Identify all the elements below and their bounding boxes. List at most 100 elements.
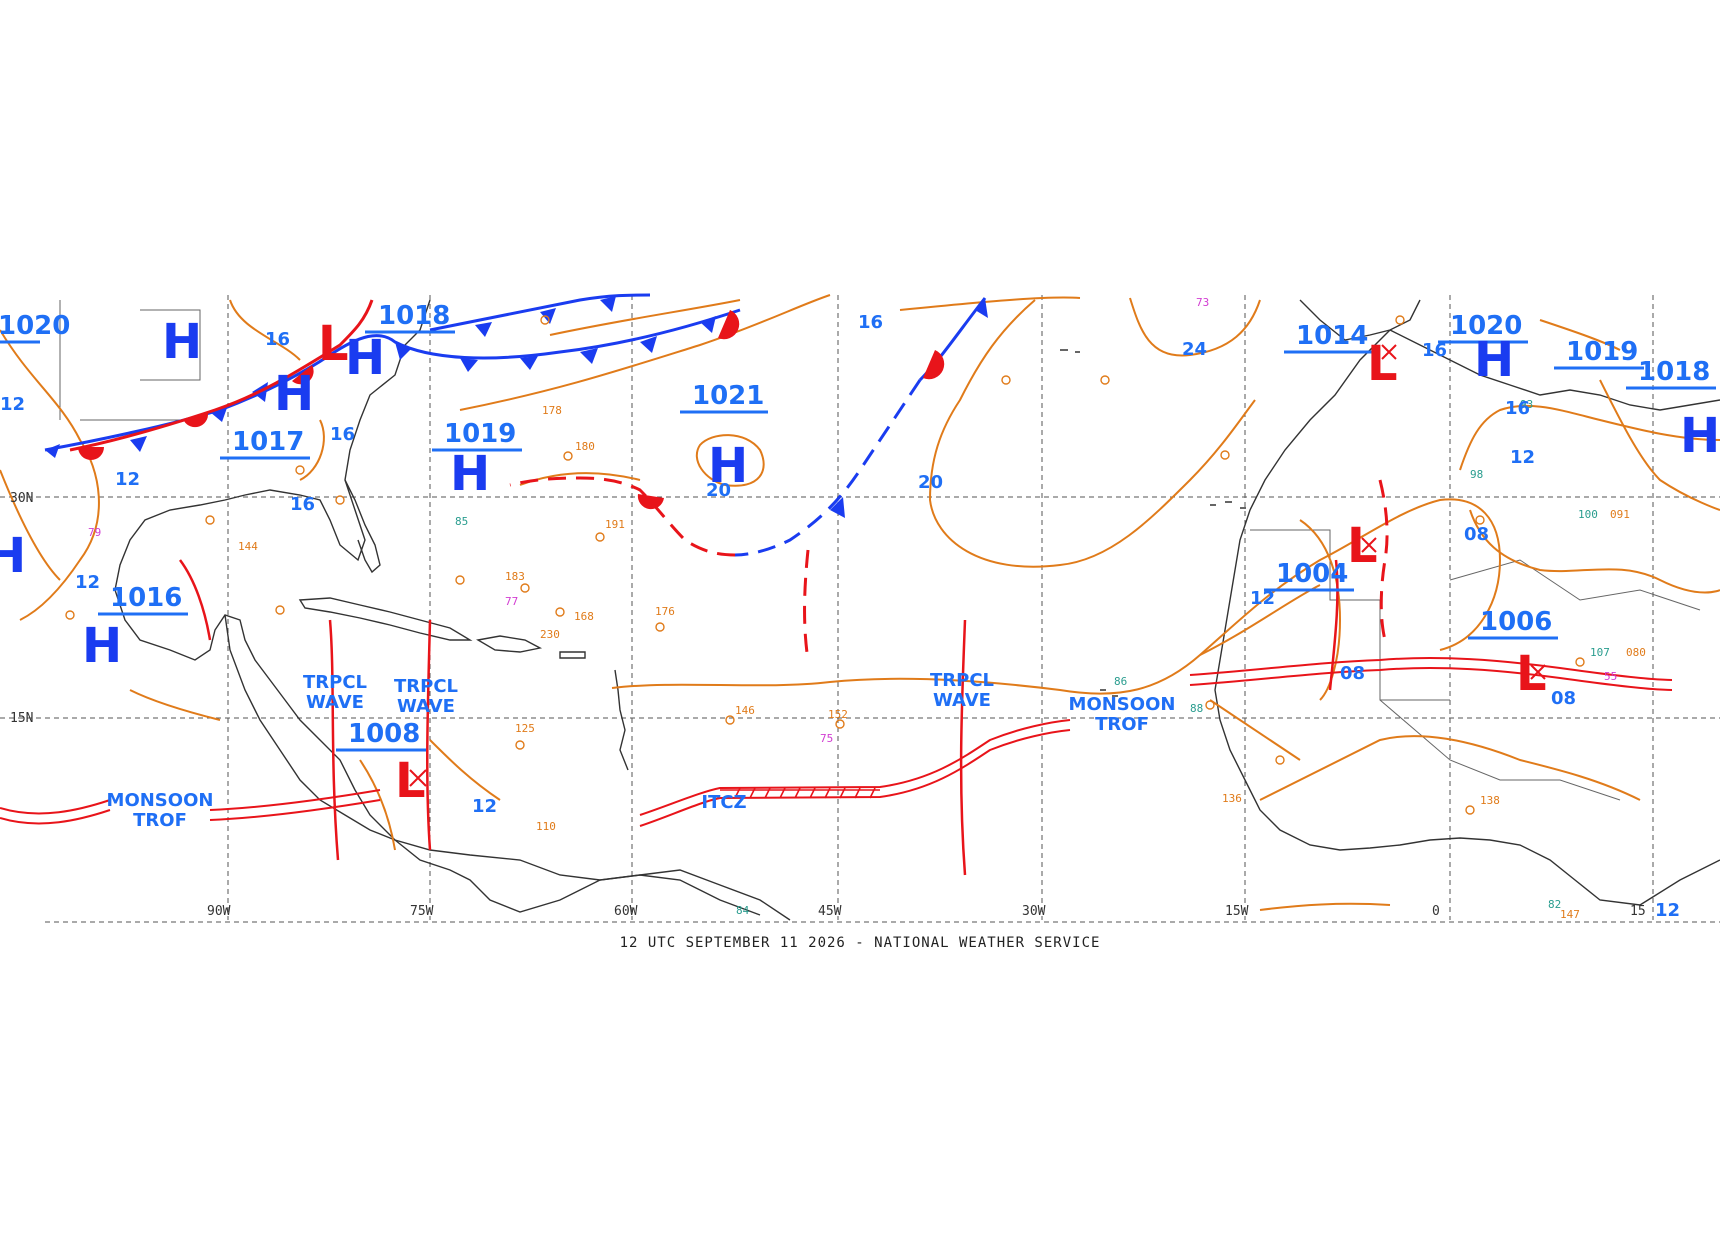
station-plot: 180 [575,440,595,453]
longitude-label: 15 [1630,904,1646,919]
tropical-waves [178,559,1339,876]
svg-text:1020: 1020 [0,311,70,341]
isobar-labels: 16 24 20 20 12 16 16 12 12 16 16 12 08 0… [0,312,1680,921]
low-symbol: L [1347,518,1378,574]
station-plot: 183 [505,570,525,583]
high-symbol: H [345,330,385,386]
svg-text:1014: 1014 [1296,321,1368,351]
svg-text:1017: 1017 [232,427,304,457]
longitude-labels: 90W 75W 60W 45W 30W 15W 0 15 [207,904,1646,919]
station-plot: 144 [238,540,258,553]
isobar-label: 24 [1182,339,1207,360]
station-plot: 091 [1610,508,1630,521]
longitude-label: 30W [1022,904,1046,919]
low-symbol: L [318,316,349,372]
station-plot: 55 [1604,670,1617,683]
svg-text:ITCZ: ITCZ [701,792,746,813]
high-symbol: H [274,366,314,422]
station-plot: 168 [574,610,594,623]
station-plot: 75 [820,732,833,745]
lat-lon-grid [0,295,1720,923]
station-plot: 77 [505,595,518,608]
low-symbol: L [1367,336,1398,392]
isobar-label: 12 [0,394,25,415]
isobar-label: 16 [858,312,883,333]
station-plot: 110 [536,820,556,833]
station-plot: 79 [88,526,101,539]
high-symbol: H [450,446,490,502]
svg-text:TRPCL: TRPCL [303,672,367,693]
svg-text:1006: 1006 [1480,607,1552,637]
feature-labels: TRPCL WAVE TRPCL WAVE TRPCL WAVE MONSOON… [107,670,1176,831]
pressure-center-value: 1017 [220,427,310,460]
station-plot: 100 [1578,508,1598,521]
pressure-center-value: 1019 [1554,337,1644,370]
station-plots: 79 85 77 144 178 180 191 176 146 152 183… [65,296,1646,921]
station-plot: 230 [540,628,560,641]
station-plot: 86 [1114,675,1127,688]
svg-text:1018: 1018 [1638,357,1710,387]
pressure-center-value: 1020 [0,311,70,344]
longitude-label: 90W [207,904,231,919]
pressure-center-value: 1016 [98,583,188,616]
svg-text:WAVE: WAVE [397,696,455,717]
station-plot: 98 [1470,468,1483,481]
monsoon-trough-label: MONSOON TROF [107,790,214,831]
svg-text:1019: 1019 [444,419,516,449]
isobar-label: 12 [472,796,497,817]
svg-text:WAVE: WAVE [933,690,991,711]
tropical-wave-label: TRPCL WAVE [394,676,458,717]
longitude-label: 60W [614,904,638,919]
isobar-label: 12 [115,469,140,490]
station-plot: 84 [736,904,750,917]
pressure-center-value: 1008 [336,719,426,752]
isobar-label: 16 [1422,340,1447,361]
isobar-label: 12 [75,572,100,593]
station-plot: 136 [1222,792,1242,805]
station-plot: 85 [455,515,468,528]
isobar-label: 08 [1340,663,1365,684]
isobar-label: 12 [1250,588,1275,609]
svg-text:MONSOON: MONSOON [1069,694,1176,715]
low-symbol: L [1516,646,1547,702]
longitude-label: 15W [1225,904,1249,919]
svg-text:TROF: TROF [133,810,187,831]
latitude-label: 30N [10,491,33,506]
svg-text:1008: 1008 [348,719,420,749]
station-plot: 191 [605,518,625,531]
pressure-center-value: 1006 [1468,607,1558,640]
warm-fronts [69,299,374,460]
isobars [0,294,1720,911]
isobar-label: 12 [1510,447,1535,468]
svg-text:TROF: TROF [1095,714,1149,735]
station-plot: 125 [515,722,535,735]
svg-text:1016: 1016 [110,583,182,613]
high-symbol: H [82,618,122,674]
longitude-label: 0 [1432,904,1440,919]
tropical-wave-label: TRPCL WAVE [930,670,994,711]
pressure-center-value: 1018 [365,301,455,334]
svg-text:1020: 1020 [1450,311,1522,341]
svg-text:WAVE: WAVE [306,692,364,713]
isobar-label: 12 [1655,900,1680,921]
latitude-labels: 30N 15N [10,491,33,726]
pressure-center-value: 1014 [1284,321,1374,354]
station-plot: 88 [1190,702,1203,715]
pressure-symbols: H H H H H H H H H L L L L L [0,314,1720,809]
latitude-label: 15N [10,711,33,726]
itcz-label: ITCZ [701,792,746,813]
station-plot: 080 [1626,646,1646,659]
station-plot: 147 [1560,908,1580,921]
high-symbol: H [162,314,202,370]
pressure-center-value: 1018 [1626,357,1716,390]
longitude-label: 75W [410,904,434,919]
svg-text:TRPCL: TRPCL [930,670,994,691]
high-symbol: H [1474,332,1514,388]
coastlines [59,299,1720,921]
monsoon-trough-label: MONSOON TROF [1069,694,1176,735]
station-plot: 138 [1480,794,1500,807]
svg-text:1021: 1021 [692,381,764,411]
svg-text:TRPCL: TRPCL [394,676,458,697]
longitude-label: 45W [818,904,842,919]
